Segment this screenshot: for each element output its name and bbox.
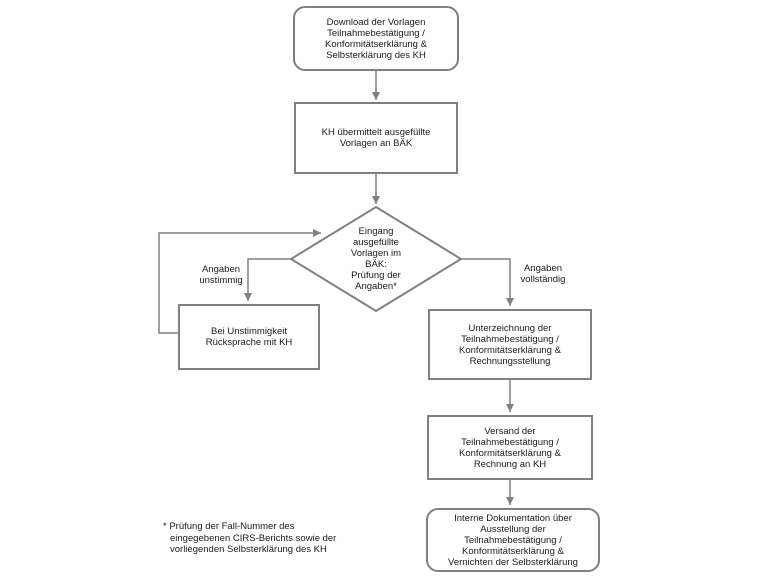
node-unterzeichnung-rechnungsstellung: Unterzeichnung der Teilnahmebestätigung … <box>428 309 592 380</box>
footnote-line-3: vorliegenden Selbsterklärung des KH <box>170 544 327 555</box>
node-start-download-vorlagen: Download der Vorlagen Teilnahmebestätigu… <box>293 6 459 71</box>
footnote-line-2: eingegebenen CIRS-Berichts sowie der <box>170 532 337 544</box>
footnote-line-1: * Prüfung der Fall-Nummer des <box>163 521 295 532</box>
connector-decision-to-signing <box>460 258 514 306</box>
edge-label-angaben-vollstaendig: Angaben vollständig <box>520 263 566 285</box>
connector-decision-to-discrepancy <box>244 258 292 301</box>
footnote-pruefung-fall-nummer: * Prüfung der Fall-Nummer des eingegeben… <box>163 521 336 556</box>
node-versand-rechnung-an-kh: Versand der Teilnahmebestätigung / Konfo… <box>427 415 593 480</box>
connector-discrepancy-loopback-to-decision <box>158 229 321 334</box>
node-ruecksprache-mit-kh: Bei Unstimmigkeit Rücksprache mit KH <box>178 304 320 370</box>
decision-diamond-shape <box>289 205 463 313</box>
node-kh-uebermittelt-vorlagen: KH übermittelt ausgefüllte Vorlagen an B… <box>294 102 458 174</box>
node-interne-dokumentation: Interne Dokumentation über Ausstellung d… <box>426 508 600 572</box>
node-decision-pruefung-angaben: Eingang ausgefüllte Vorlagen im BÄK: Prü… <box>350 226 402 292</box>
edge-label-angaben-unstimmig: Angaben unstimmig <box>199 264 243 286</box>
